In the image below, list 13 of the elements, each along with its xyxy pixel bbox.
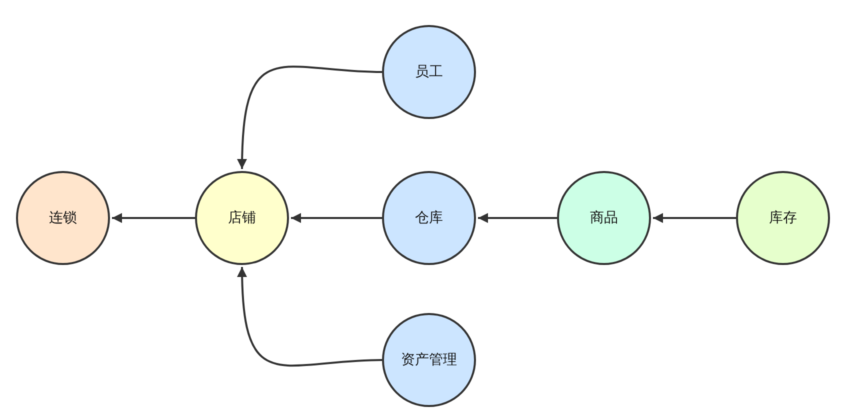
node-label: 连锁 [49,209,77,227]
arrow [291,213,382,223]
node-label: 库存 [769,209,797,227]
node-label: 商品 [590,209,618,227]
node-label: 仓库 [415,209,443,227]
arrow [653,213,736,223]
arrow [237,266,382,366]
arrow [237,66,382,170]
node-label: 店铺 [228,209,256,227]
node-label: 资产管理 [401,351,457,369]
arrow [478,213,557,223]
node-label: 员工 [415,63,443,81]
arrow [112,213,195,223]
